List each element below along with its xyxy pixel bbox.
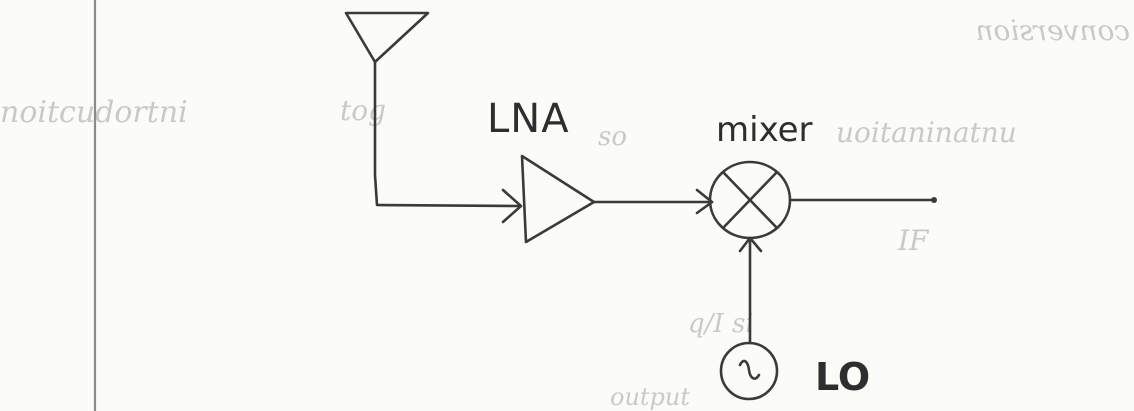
lna-amplifier [520, 154, 596, 244]
show-through-bottom-2: output [610, 383, 690, 411]
show-through-top-right: conversion [975, 14, 1130, 47]
antenna-feed-line [373, 60, 522, 208]
mixer-label: mixer [716, 110, 813, 150]
mixer-symbol [708, 160, 792, 240]
show-through-left: noitcudortni [0, 95, 188, 130]
show-through-mid-right: uoitaninatnu [836, 116, 1017, 149]
show-through-right-fragment: IF [897, 224, 930, 257]
mixer-input-arrow [695, 188, 714, 215]
show-through-mid-left: tog [340, 94, 386, 127]
lna-label: LNA [487, 96, 570, 142]
show-through-mid-center: so [598, 122, 627, 152]
antenna-icon [344, 11, 430, 64]
output-terminal-dot [931, 197, 937, 203]
lo-input-arrow [738, 236, 763, 253]
local-oscillator-icon [719, 341, 779, 401]
lna-input-arrow [501, 188, 523, 224]
lo-label: LO [815, 355, 870, 399]
show-through-bottom: q/I si [688, 309, 754, 339]
